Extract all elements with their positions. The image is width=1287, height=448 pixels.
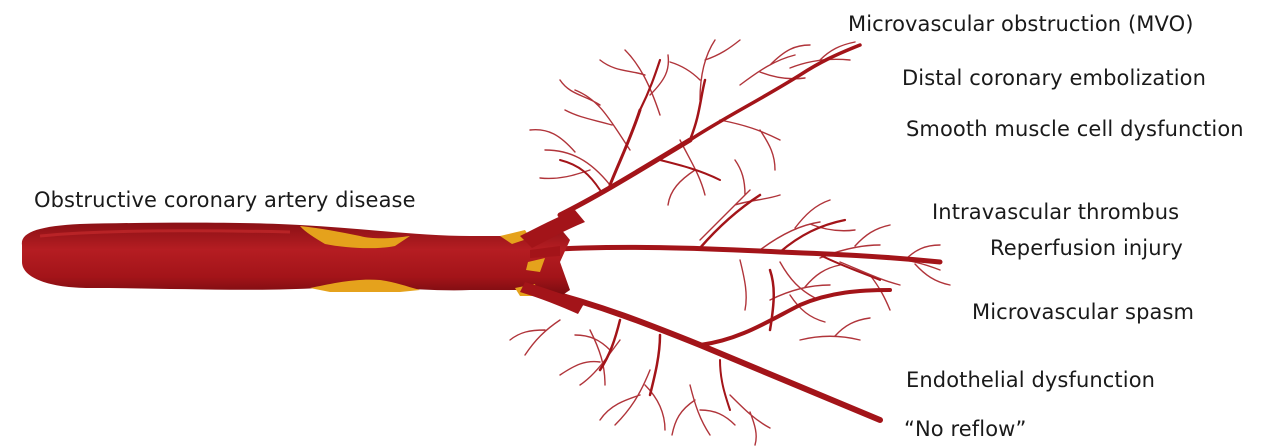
main-disease-label: Obstructive coronary artery disease (34, 188, 416, 212)
main-artery (22, 223, 570, 300)
cause-label-smooth-muscle: Smooth muscle cell dysfunction (906, 117, 1244, 141)
cause-label-spasm: Microvascular spasm (972, 300, 1194, 324)
cause-label-endothelial: Endothelial dysfunction (906, 368, 1155, 392)
cause-label-mvo: Microvascular obstruction (MVO) (848, 12, 1194, 36)
capillary-network (510, 40, 950, 445)
branch-network (540, 45, 940, 420)
cause-label-no-reflow: “No reflow” (904, 417, 1026, 441)
cause-label-reperfusion: Reperfusion injury (990, 236, 1183, 260)
cause-label-distal-embolization: Distal coronary embolization (902, 66, 1206, 90)
cause-label-thrombus: Intravascular thrombus (932, 200, 1179, 224)
